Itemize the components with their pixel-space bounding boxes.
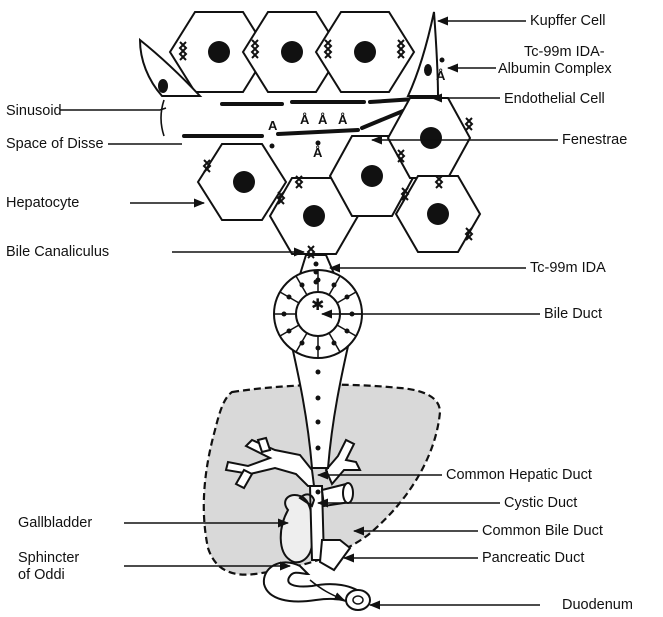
svg-text:✱: ✱ [311, 297, 324, 314]
label-albumin-complex-line1: Tc-99m IDA- [524, 44, 605, 60]
label-common-hepatic-duct: Common Hepatic Duct [446, 467, 592, 483]
label-tc99m-ida: Tc-99m IDA [530, 260, 606, 276]
svg-text:Å: Å [338, 112, 348, 127]
svg-text:A: A [268, 118, 278, 133]
label-endothelial-cell: Endothelial Cell [504, 91, 605, 107]
label-common-bile-duct: Common Bile Duct [482, 523, 603, 539]
label-gallbladder: Gallbladder [18, 515, 92, 531]
svg-text:Å: Å [313, 145, 323, 160]
svg-text:Å: Å [300, 112, 310, 127]
svg-text:Å: Å [436, 68, 446, 83]
label-bile-canaliculus: Bile Canaliculus [6, 244, 109, 260]
label-pancreatic-duct: Pancreatic Duct [482, 550, 584, 566]
label-albumin-complex-line2: Albumin Complex [498, 61, 612, 77]
svg-text:Å: Å [318, 112, 328, 127]
label-bile-duct: Bile Duct [544, 306, 602, 322]
label-cystic-duct: Cystic Duct [504, 495, 577, 511]
gallbladder-shape [281, 495, 313, 562]
label-kupffer-cell: Kupffer Cell [530, 13, 606, 29]
label-sphincter-line1: Sphincter [18, 550, 79, 566]
label-sinusoid: Sinusoid [6, 103, 62, 119]
label-duodenum: Duodenum [562, 597, 633, 613]
label-fenestrae: Fenestrae [562, 132, 627, 148]
label-sphincter-line2: of Oddi [18, 567, 65, 583]
label-hepatocyte: Hepatocyte [6, 195, 79, 211]
label-space-of-disse: Space of Disse [6, 136, 104, 152]
